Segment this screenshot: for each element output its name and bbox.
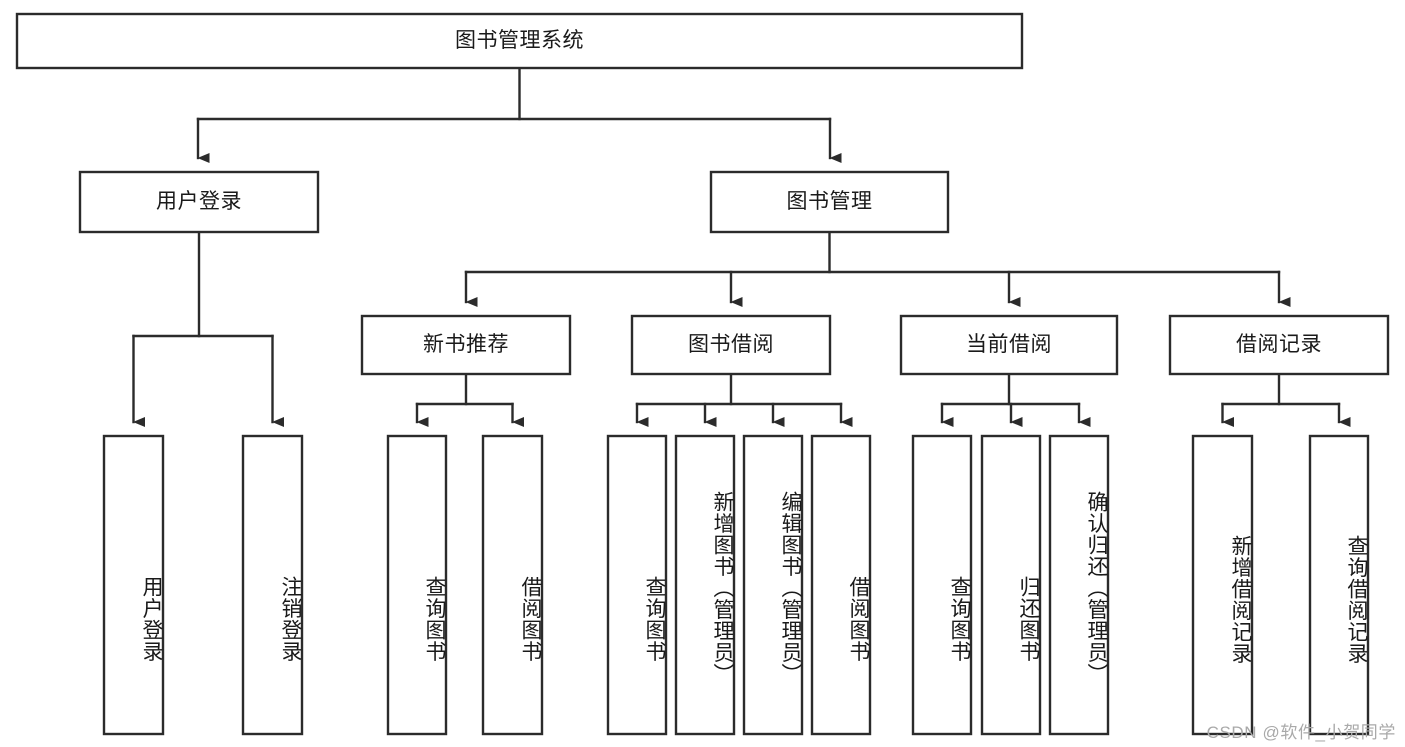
node-box-leaf-query-book-2[interactable] bbox=[606, 434, 668, 736]
node-box-leaf-return-book[interactable] bbox=[980, 434, 1042, 736]
connectors-currentborrow-to-leaves bbox=[940, 372, 1091, 427]
node-box-leaf-edit-book[interactable] bbox=[742, 434, 804, 736]
node-box-leaf-user-logout[interactable] bbox=[241, 434, 304, 736]
node-box-current-borrow[interactable] bbox=[899, 314, 1119, 376]
node-box-leaf-borrow-book-1[interactable] bbox=[481, 434, 544, 736]
node-box-new-book-recommend[interactable] bbox=[360, 314, 572, 376]
connectors-borrowrecord-to-leaves bbox=[1221, 372, 1351, 427]
node-box-leaf-borrow-book-2[interactable] bbox=[810, 434, 872, 736]
connectors-root-to-level1 bbox=[196, 66, 842, 163]
node-box-user-login[interactable] bbox=[78, 170, 320, 234]
node-box-leaf-add-record[interactable] bbox=[1191, 434, 1254, 736]
connectors-bookmanagement-to-level2 bbox=[464, 230, 1291, 307]
connectors-newbook-to-leaves bbox=[415, 372, 524, 427]
node-box-book-borrow[interactable] bbox=[630, 314, 832, 376]
node-box-leaf-user-login[interactable] bbox=[102, 434, 165, 736]
node-box-system[interactable] bbox=[15, 12, 1024, 70]
node-box-leaf-query-book-3[interactable] bbox=[911, 434, 973, 736]
node-box-leaf-confirm-return[interactable] bbox=[1048, 434, 1110, 736]
connectors-userlogin-to-leaves bbox=[132, 230, 284, 427]
connectors-bookborrow-to-leaves bbox=[635, 372, 853, 427]
node-box-book-management[interactable] bbox=[709, 170, 950, 234]
node-box-borrow-record[interactable] bbox=[1168, 314, 1390, 376]
node-box-leaf-query-record[interactable] bbox=[1308, 434, 1370, 736]
node-box-leaf-add-book[interactable] bbox=[674, 434, 736, 736]
node-box-leaf-query-book-1[interactable] bbox=[386, 434, 448, 736]
